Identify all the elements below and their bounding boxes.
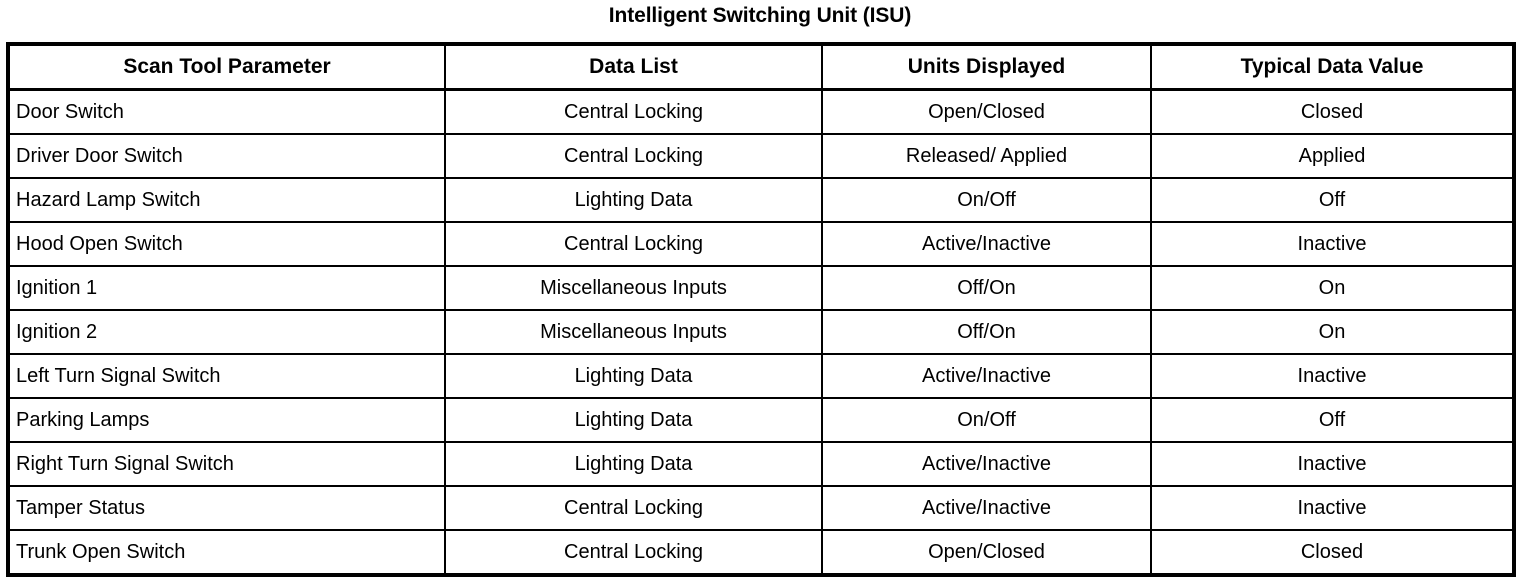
cell-units-displayed: Off/On [821, 309, 1152, 355]
cell-data-list: Central Locking [444, 221, 823, 267]
cell-parameter: Trunk Open Switch [7, 529, 446, 576]
scan-tool-parameter-table-container: Scan Tool Parameter Data List Units Disp… [6, 42, 1516, 577]
cell-parameter: Door Switch [7, 88, 446, 135]
cell-typical-value: Off [1150, 397, 1515, 443]
table-body: Door Switch Central Locking Open/Closed … [7, 88, 1515, 576]
table-header-row: Scan Tool Parameter Data List Units Disp… [7, 43, 1515, 91]
cell-typical-value: Applied [1150, 133, 1515, 179]
table-row: Tamper Status Central Locking Active/Ina… [7, 485, 1515, 531]
cell-units-displayed: On/Off [821, 397, 1152, 443]
document-page: Intelligent Switching Unit (ISU) Scan To… [6, 4, 1516, 577]
cell-data-list: Lighting Data [444, 441, 823, 487]
cell-parameter: Hood Open Switch [7, 221, 446, 267]
cell-units-displayed: Active/Inactive [821, 485, 1152, 531]
cell-data-list: Central Locking [444, 485, 823, 531]
cell-units-displayed: Open/Closed [821, 529, 1152, 576]
table-row: Left Turn Signal Switch Lighting Data Ac… [7, 353, 1515, 399]
table-row: Ignition 2 Miscellaneous Inputs Off/On O… [7, 309, 1515, 355]
cell-parameter: Ignition 1 [7, 265, 446, 311]
cell-parameter: Right Turn Signal Switch [7, 441, 446, 487]
table-row: Ignition 1 Miscellaneous Inputs Off/On O… [7, 265, 1515, 311]
cell-data-list: Lighting Data [444, 177, 823, 223]
cell-parameter: Hazard Lamp Switch [7, 177, 446, 223]
table-row: Parking Lamps Lighting Data On/Off Off [7, 397, 1515, 443]
cell-data-list: Central Locking [444, 529, 823, 576]
column-header-units-displayed: Units Displayed [821, 43, 1152, 91]
cell-typical-value: Inactive [1150, 221, 1515, 267]
table-row: Hazard Lamp Switch Lighting Data On/Off … [7, 177, 1515, 223]
cell-units-displayed: Active/Inactive [821, 221, 1152, 267]
cell-parameter: Parking Lamps [7, 397, 446, 443]
cell-data-list: Miscellaneous Inputs [444, 265, 823, 311]
table-row: Door Switch Central Locking Open/Closed … [7, 88, 1515, 135]
cell-units-displayed: Active/Inactive [821, 441, 1152, 487]
scan-tool-parameter-table: Scan Tool Parameter Data List Units Disp… [6, 42, 1516, 577]
column-header-scan-tool-parameter: Scan Tool Parameter [7, 43, 446, 91]
cell-data-list: Miscellaneous Inputs [444, 309, 823, 355]
table-header: Scan Tool Parameter Data List Units Disp… [7, 43, 1515, 91]
cell-typical-value: Closed [1150, 88, 1515, 135]
cell-parameter: Ignition 2 [7, 309, 446, 355]
column-header-typical-data-value: Typical Data Value [1150, 43, 1515, 91]
cell-typical-value: On [1150, 309, 1515, 355]
cell-parameter: Driver Door Switch [7, 133, 446, 179]
cell-typical-value: Off [1150, 177, 1515, 223]
cell-units-displayed: Off/On [821, 265, 1152, 311]
cell-typical-value: Closed [1150, 529, 1515, 576]
cell-parameter: Tamper Status [7, 485, 446, 531]
table-row: Right Turn Signal Switch Lighting Data A… [7, 441, 1515, 487]
cell-typical-value: On [1150, 265, 1515, 311]
table-row: Driver Door Switch Central Locking Relea… [7, 133, 1515, 179]
cell-units-displayed: Active/Inactive [821, 353, 1152, 399]
cell-units-displayed: Open/Closed [821, 88, 1152, 135]
cell-units-displayed: Released/ Applied [821, 133, 1152, 179]
cell-typical-value: Inactive [1150, 441, 1515, 487]
table-row: Trunk Open Switch Central Locking Open/C… [7, 529, 1515, 576]
cell-units-displayed: On/Off [821, 177, 1152, 223]
cell-data-list: Lighting Data [444, 353, 823, 399]
cell-typical-value: Inactive [1150, 353, 1515, 399]
table-row: Hood Open Switch Central Locking Active/… [7, 221, 1515, 267]
page-title: Intelligent Switching Unit (ISU) [608, 4, 912, 27]
cell-parameter: Left Turn Signal Switch [7, 353, 446, 399]
cell-data-list: Central Locking [444, 88, 823, 135]
cell-data-list: Central Locking [444, 133, 823, 179]
column-header-data-list: Data List [444, 43, 823, 91]
cell-data-list: Lighting Data [444, 397, 823, 443]
cell-typical-value: Inactive [1150, 485, 1515, 531]
